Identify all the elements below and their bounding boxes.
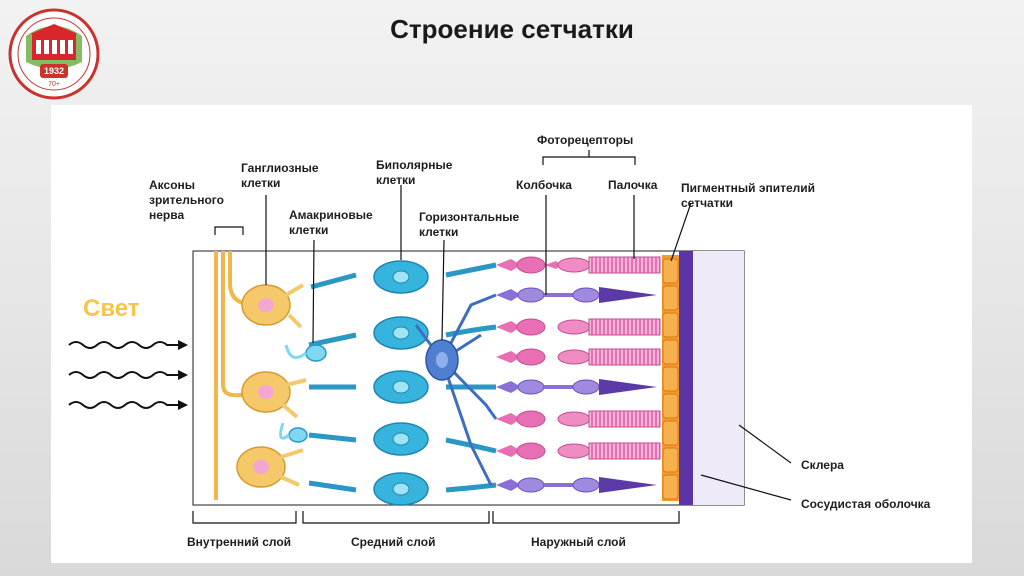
- photoreceptors-label: Фоторецепторы: [537, 133, 634, 147]
- photoreceptor-row-2: [496, 287, 657, 303]
- outer-layer-label: Наружный слой: [531, 535, 626, 549]
- pigment-epithelium: [662, 255, 679, 501]
- cone-label: Колбочка: [516, 178, 572, 192]
- photoreceptor-row-6: [496, 410, 661, 428]
- amacrine-label: Амакриновые клетки: [289, 208, 373, 237]
- retina-diagram-svg: [68, 150, 792, 524]
- photoreceptor-row-7: [496, 442, 661, 460]
- inner-layer-label: Внутренний слой: [187, 535, 292, 549]
- choroid-label: Сосудистая оболочка: [801, 497, 931, 511]
- photoreceptor-row-1: [496, 256, 661, 274]
- photoreceptor-row-4: [496, 348, 661, 366]
- logo-year: 1932: [44, 66, 64, 76]
- axons-label: Аксоны зрительного нерва: [149, 178, 224, 222]
- choroid-layer: [679, 251, 693, 505]
- middle-layer-label: Средний слой: [351, 535, 436, 549]
- page-title: Строение сетчатки: [390, 14, 634, 44]
- horizontal-label: Горизонтальные клетки: [419, 210, 520, 239]
- amacrine-cells: [288, 344, 327, 443]
- bipolar-label: Биполярные клетки: [376, 158, 453, 187]
- rod-label: Палочка: [608, 178, 658, 192]
- pigment-epithelium-label: Пигментный эпителий сетчатки: [681, 181, 816, 210]
- sclera-label: Склера: [801, 458, 844, 472]
- light-label: Свет: [83, 295, 140, 322]
- retina-diagram: Свет Аксоны зрительного нерва Ганглиозны…: [51, 105, 972, 563]
- logo-sub: 70+: [48, 81, 60, 88]
- photoreceptor-row-8: [496, 477, 657, 493]
- light-arrows: [68, 341, 181, 409]
- sclera-layer: [693, 251, 744, 505]
- university-logo: 1932 70+: [6, 6, 102, 102]
- ganglion-label: Ганглиозные клетки: [241, 161, 319, 190]
- photoreceptor-row-5: [496, 379, 657, 395]
- leader-lines: [192, 150, 792, 524]
- photoreceptor-row-3: [496, 318, 661, 336]
